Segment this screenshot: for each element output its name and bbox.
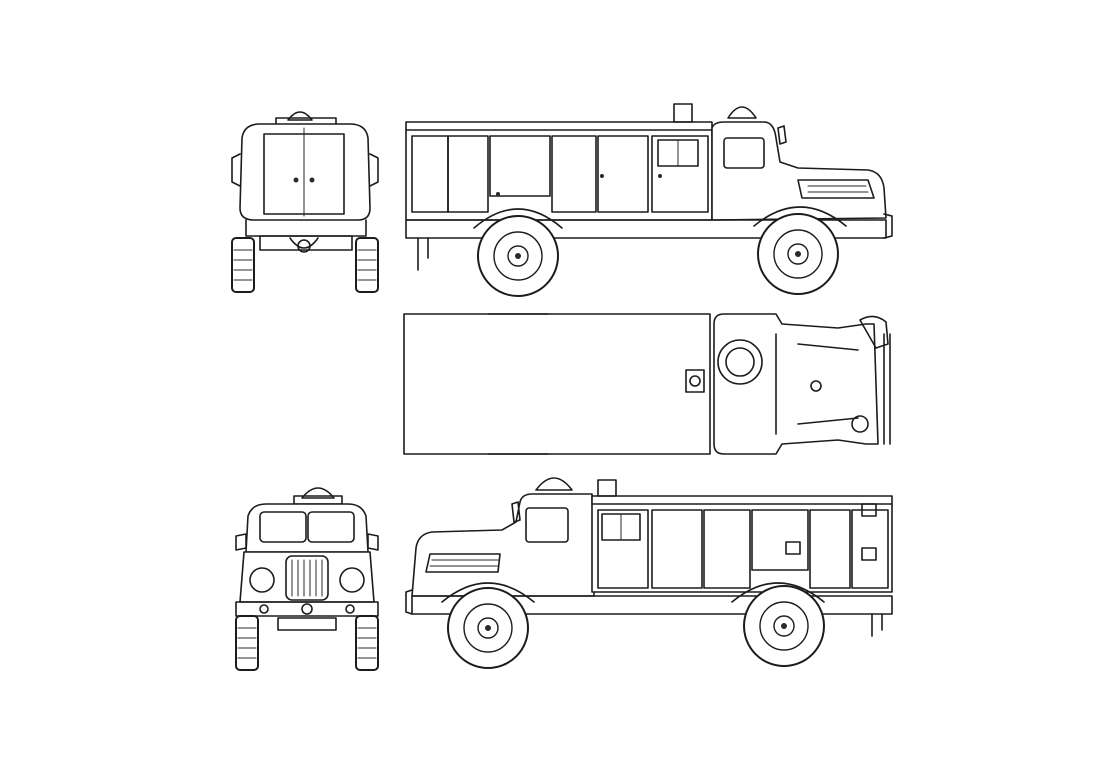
- rear-doors: [263, 133, 345, 215]
- beacon-dome: [727, 106, 757, 119]
- mirror-left-side: [511, 501, 521, 523]
- compartment-door-left-2: [703, 509, 751, 589]
- hood-grille: [797, 179, 875, 199]
- windscreen-right: [307, 511, 355, 543]
- front-fender-left: [441, 582, 535, 603]
- roof-dome: [287, 111, 313, 121]
- roof-box-left: [597, 479, 617, 497]
- crew-door: [651, 135, 709, 213]
- compartment-door-4: [551, 135, 597, 213]
- front-bumper: [883, 213, 893, 239]
- right-side-view: [405, 103, 893, 297]
- rear-body: [239, 123, 371, 221]
- body-box-left: [591, 495, 893, 593]
- cab-window: [723, 137, 765, 169]
- compartment-door-left-5: [851, 509, 889, 589]
- spare-wheel-cap: [851, 415, 869, 433]
- cab: [711, 121, 887, 221]
- headlight-left: [249, 567, 275, 593]
- crew-door-left: [597, 509, 649, 589]
- hood-grille-left: [425, 553, 501, 573]
- compartment-door-left-4: [809, 509, 851, 589]
- headlight-right: [339, 567, 365, 593]
- roof-box: [673, 103, 693, 123]
- rear-tire-left: [231, 237, 255, 293]
- front-wheel: [757, 213, 839, 295]
- panel-fitting-3: [861, 503, 877, 517]
- mirror-right: [367, 533, 379, 551]
- front-tire-left: [235, 615, 259, 671]
- front-view: [235, 487, 379, 671]
- radiator-grille: [285, 555, 329, 601]
- front-bumper-face: [235, 601, 379, 617]
- cab-beacon: [717, 339, 763, 385]
- rear-axle: [259, 235, 353, 251]
- top-view: [403, 313, 891, 455]
- front-tire-right: [355, 615, 379, 671]
- panel-fitting-2: [861, 547, 877, 561]
- cab-roof: [713, 313, 879, 455]
- rear-view: [231, 111, 379, 293]
- mirror: [777, 125, 787, 145]
- compartment-door-5: [597, 135, 649, 213]
- compartment-door-2: [447, 135, 489, 213]
- body-box: [405, 121, 713, 221]
- compartment-door-left-3: [751, 509, 809, 571]
- compartment-door-left-1: [651, 509, 703, 589]
- door-handle-right: [309, 177, 315, 183]
- compartment-door-3: [489, 135, 551, 197]
- cab-left: [411, 493, 595, 597]
- front-siren: [859, 315, 889, 349]
- rear-tire-right: [355, 237, 379, 293]
- differential: [289, 237, 319, 249]
- body-roof: [403, 313, 711, 455]
- windscreen-left: [259, 511, 307, 543]
- door-handle-left: [293, 177, 299, 183]
- rear-fender: [473, 208, 563, 229]
- rear-fender-left: [731, 582, 825, 603]
- front-axle: [277, 617, 337, 631]
- roof-connector: [685, 369, 705, 393]
- front-fender: [753, 206, 847, 227]
- cab-front: [245, 503, 369, 553]
- rear-wheel-left: [743, 585, 825, 667]
- cab-window-left: [525, 507, 569, 543]
- front-wheel-left: [447, 587, 529, 669]
- chassis-rail-left: [411, 595, 893, 615]
- beacon-dome-left: [535, 477, 573, 491]
- front-beacon: [301, 487, 335, 499]
- left-side-view: [405, 477, 893, 669]
- mirror-left: [235, 533, 247, 551]
- hood-front: [239, 551, 375, 603]
- panel-fitting-1: [785, 541, 801, 555]
- rear-wheel: [477, 215, 559, 297]
- chassis-rail: [405, 219, 887, 239]
